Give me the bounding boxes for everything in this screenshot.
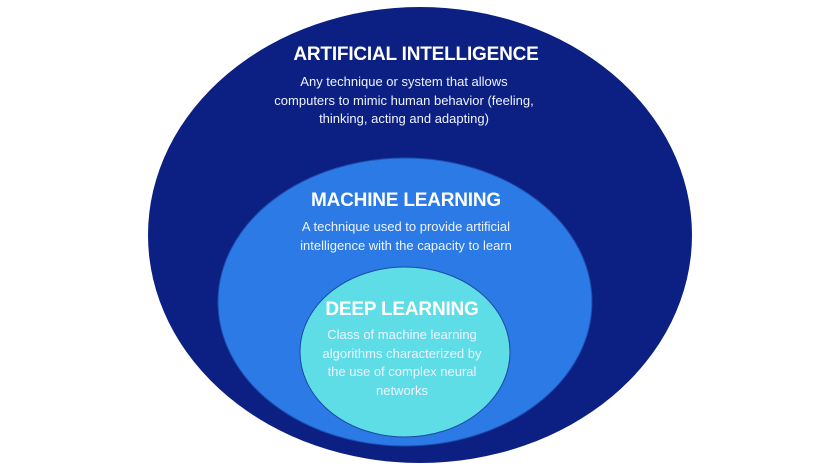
ai-line: computers to mimic human behavior (feeli…: [274, 92, 534, 108]
ai-line: thinking, acting and adapting): [319, 111, 489, 126]
ai-line: Any technique or system that allows: [300, 74, 508, 89]
dl-line: algorithms characterized by: [322, 345, 482, 361]
dl-line: Class of machine learning: [327, 327, 477, 342]
ml-line: A technique used to provide artificial: [301, 219, 511, 234]
ai-title: ARTIFICIAL INTELLIGENCE: [293, 44, 539, 65]
ml-line: intelligence with the capacity to learn: [300, 237, 512, 253]
dl-line: networks: [375, 382, 429, 398]
ml-description: A technique used to provide artificial i…: [0, 218, 822, 255]
dl-title: DEEP LEARNING: [325, 299, 479, 320]
ml-title: MACHINE LEARNING: [311, 190, 501, 211]
dl-description: Class of machine learning algorithms cha…: [0, 326, 818, 400]
dl-ellipse: [299, 266, 511, 438]
ai-description: Any technique or system that allows comp…: [0, 73, 820, 129]
dl-line: the use of complex neural: [327, 364, 477, 379]
